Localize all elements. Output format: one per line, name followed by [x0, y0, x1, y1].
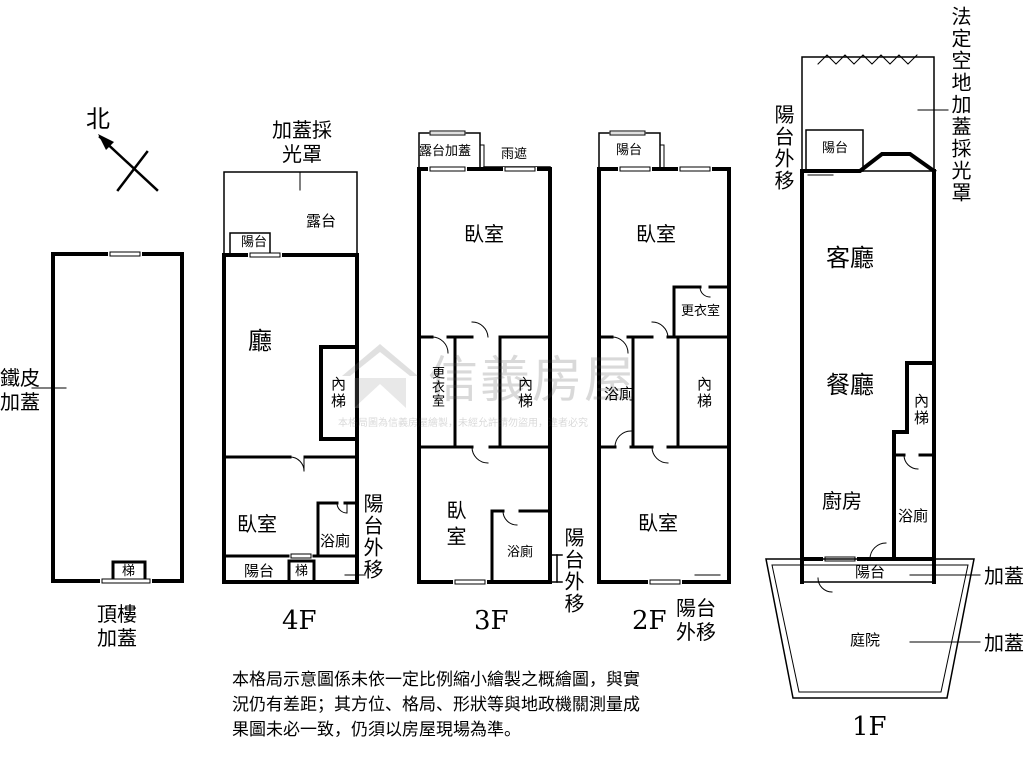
- f3-bedroom-bottom-label: 臥室: [443, 500, 467, 552]
- f4-hall-label: 廳: [248, 327, 272, 355]
- f4-balcony-top-label: 陽台: [241, 235, 268, 250]
- f3-stair-label: 內梯: [516, 376, 534, 410]
- floor-2f-plan: [597, 130, 731, 585]
- f3-floor-label: 3F: [474, 606, 509, 636]
- f2-balcony-label: 陽台: [616, 143, 643, 158]
- north-arrow-icon: [98, 134, 114, 150]
- f4-bath-label: 浴廁: [320, 532, 351, 550]
- roof-caption: 頂樓加蓋: [97, 602, 137, 650]
- f1-added-label-1: 加蓋: [984, 564, 1024, 588]
- house-logo-icon: [342, 344, 418, 408]
- f2-balcony-moved-label: 陽台外移: [676, 596, 716, 644]
- f3-bedroom-top-label: 臥室: [464, 222, 504, 246]
- f4-bedroom-label: 臥室: [237, 512, 277, 536]
- north-label: 北: [86, 105, 110, 133]
- f1-dining-label: 餐廳: [826, 371, 874, 399]
- f3-balcony-moved-label: 陽台外移: [561, 527, 585, 615]
- f1-living-label: 客廳: [826, 244, 874, 272]
- f1-bath-label: 浴廁: [898, 507, 929, 525]
- brand-watermark: 信義房屋 本格局圖為信義房屋繪製，未經允許請勿盜用，違者必究: [338, 338, 698, 429]
- f1-courtyard-label: 庭院: [850, 631, 881, 649]
- f2-bath-label: 浴廁: [604, 385, 635, 403]
- watermark-brand: 信義房屋: [428, 351, 636, 409]
- disclaimer-text: 本格局示意圖係未依一定比例縮小繪製之概繪圖，與實況仍有差距；其方位、格局、形狀等…: [232, 670, 640, 740]
- f1-floor-label: 1F: [852, 712, 887, 742]
- f3-terrace-added-label: 露台加蓋: [419, 144, 472, 159]
- f1-kitchen-label: 廚房: [822, 489, 862, 513]
- f3-bath-label: 浴廁: [507, 545, 534, 560]
- f2-stair-label: 內梯: [695, 376, 713, 410]
- f4-stair-small-label: 梯: [295, 564, 309, 579]
- f4-terrace-label: 露台: [306, 212, 337, 230]
- roof-stair-label: 梯: [122, 564, 136, 579]
- floor-3f-plan: [417, 130, 563, 585]
- f3-closet-label: 更衣室: [429, 366, 444, 408]
- f2-bedroom-top-label: 臥室: [636, 222, 676, 246]
- f4-skylight-label: 加蓋採光罩: [272, 118, 332, 166]
- f4-balcony-bottom-label: 陽台: [244, 562, 275, 580]
- roof-iron-sheet-label: 鐵皮加蓋: [0, 366, 40, 414]
- f1-stair-label: 內梯: [912, 393, 930, 427]
- watermark-notice: 本格局圖為信義房屋繪製，未經允許請勿盜用，違者必究: [338, 418, 588, 429]
- f2-floor-label: 2F: [632, 606, 667, 636]
- floor-1f-plan: [765, 54, 981, 699]
- f1-added-label-2: 加蓋: [984, 631, 1024, 655]
- f2-closet-label: 更衣室: [681, 304, 721, 319]
- f4-stair-label: 內梯: [329, 376, 347, 410]
- f1-legal-space-label: 法定空地加蓋採光罩: [948, 6, 972, 204]
- f4-floor-label: 4F: [282, 606, 317, 636]
- f1-balcony-bottom-label: 陽台: [855, 563, 886, 581]
- f1-balcony-moved-label: 陽台外移: [771, 104, 795, 192]
- f2-bedroom-bottom-label: 臥室: [638, 511, 678, 535]
- f3-awning-label: 雨遮: [501, 147, 528, 162]
- f4-balcony-moved-label: 陽台外移: [360, 493, 384, 581]
- floor-4f-plan: [222, 171, 366, 584]
- f1-balcony-label: 陽台: [822, 141, 849, 156]
- roof-plan: [31, 251, 184, 584]
